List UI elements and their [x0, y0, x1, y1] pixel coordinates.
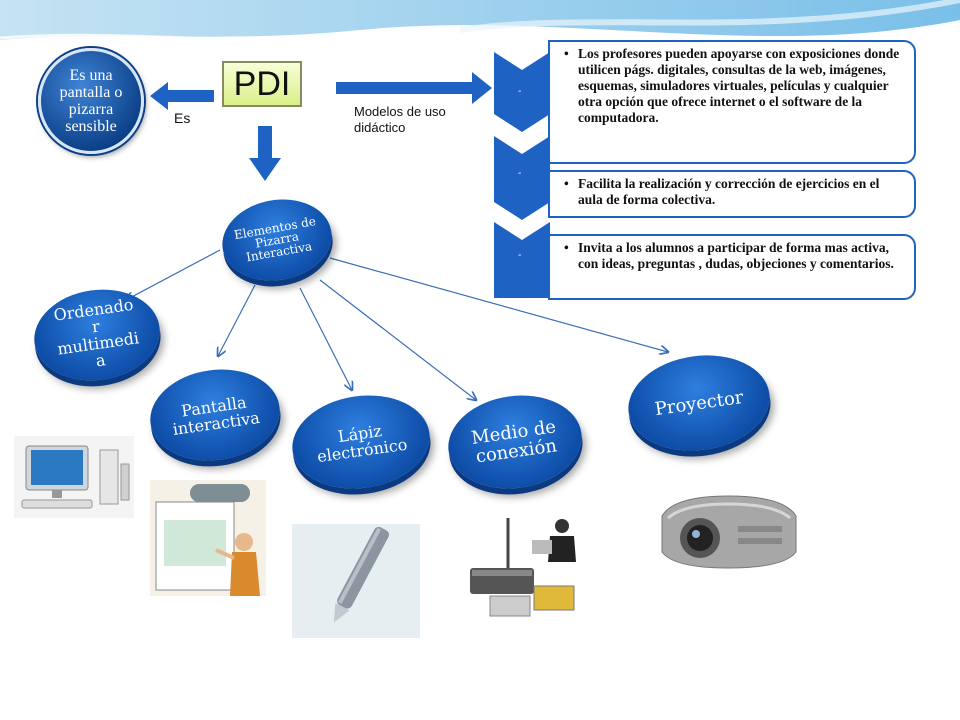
bullet-box-1: Los profesores pueden apoyarse con expos…	[548, 40, 916, 164]
bullet-item-3: Invita a los alumnos a participar de for…	[564, 240, 906, 272]
whiteboard-presenter-icon	[150, 480, 266, 596]
bullet-item-2: Facilita la realización y corrección de …	[564, 176, 906, 208]
projector-icon	[654, 482, 802, 578]
chevron-dash-3: -	[518, 250, 522, 261]
pdi-box: PDI	[222, 61, 302, 107]
computer-icon	[14, 436, 134, 518]
chevron-column	[494, 52, 550, 298]
chevron-dash-1: -	[518, 86, 522, 97]
chevron-dash-2: -	[518, 168, 522, 179]
definition-circle: Es una pantalla o pizarra sensible	[38, 48, 144, 154]
down-arrow-icon	[249, 126, 281, 181]
bullet-box-2: Facilita la realización y corrección de …	[548, 170, 916, 218]
stylus-pen-icon	[292, 524, 420, 638]
bullet-item-1: Los profesores pueden apoyarse con expos…	[564, 46, 906, 126]
left-arrow-icon	[150, 82, 214, 110]
modelos-label: Modelos de uso didáctico	[354, 104, 446, 135]
right-arrow-icon	[336, 72, 492, 104]
network-router-icon	[464, 510, 582, 622]
es-label: Es	[174, 110, 191, 126]
bullet-box-3: Invita a los alumnos a participar de for…	[548, 234, 916, 300]
